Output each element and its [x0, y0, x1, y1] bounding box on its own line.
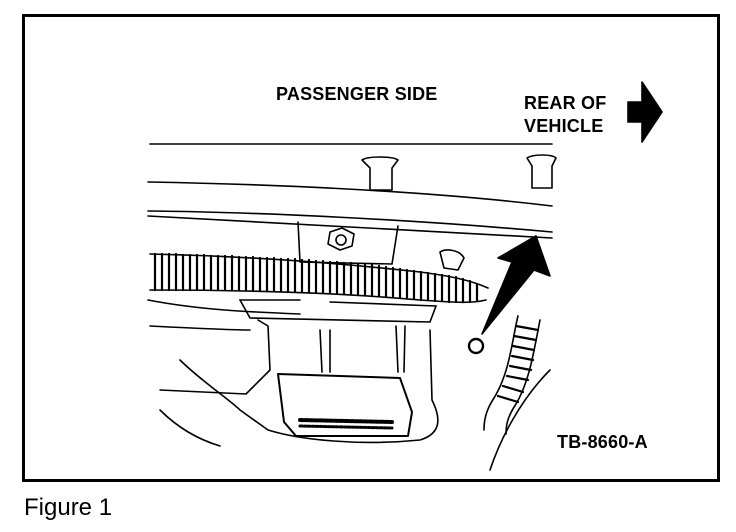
frame-rail-lines	[147, 143, 553, 239]
vehicle-label-line: VEHICLE	[524, 116, 604, 136]
right-arrow-icon	[627, 81, 663, 143]
passenger-side-label: PASSENGER SIDE	[276, 84, 438, 104]
rear-of-vehicle-label: REAR OF VEHICLE	[524, 92, 606, 138]
figure-code-label: TB-8660-A	[557, 432, 648, 452]
figure-frame	[22, 14, 720, 482]
mounting-studs	[361, 154, 557, 191]
wiring-harness	[147, 252, 489, 315]
bracket-plate	[297, 221, 465, 271]
underbody-panel	[149, 299, 439, 447]
rear-of-label-line: REAR OF	[524, 93, 607, 113]
callout-target-circle	[467, 337, 485, 355]
pointer-arrow-icon	[481, 235, 551, 335]
vacuum-hose	[483, 315, 551, 471]
figure-caption: Figure 1	[24, 494, 113, 521]
